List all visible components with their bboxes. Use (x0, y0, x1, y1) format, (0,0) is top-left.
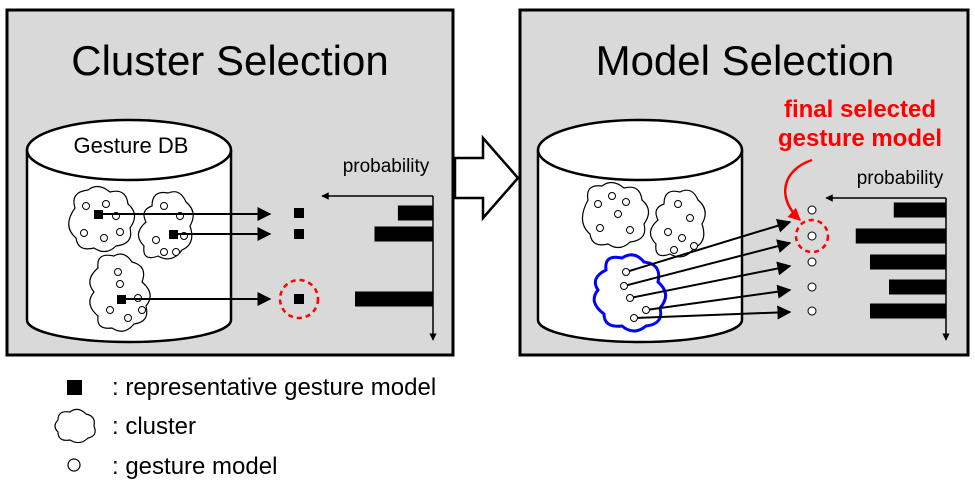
model-selection-panel: Model Selection final selected gesture m… (518, 8, 970, 357)
output-representative-square (294, 229, 304, 239)
representative-model-square (169, 230, 178, 239)
model-arrow (623, 239, 792, 287)
legend-cluster-icon (54, 408, 96, 444)
probability-bar (893, 202, 946, 218)
cluster-shape (649, 189, 706, 258)
output-gesture-model (807, 257, 817, 267)
final-selected-model-highlight (794, 218, 830, 254)
probability-bar (374, 226, 433, 242)
probability-bar (355, 291, 433, 307)
gesture-model-circle (620, 282, 628, 290)
legend-gesture-model-icon (67, 458, 81, 472)
transition-arrow (453, 134, 520, 222)
output-gesture-model (807, 205, 817, 215)
legend-gesture-model-label: : gesture model (112, 453, 277, 480)
legend-representative-icon (67, 380, 82, 395)
output-gesture-model (807, 282, 817, 292)
probability-bar (870, 254, 946, 270)
right-probability-bars (855, 202, 946, 319)
model-arrow (625, 218, 792, 273)
legend-representative-label: : representative gesture model (112, 374, 436, 401)
output-gesture-model (807, 306, 817, 316)
annotation-line-2: gesture model (778, 125, 942, 152)
gesture-model-circle (626, 294, 634, 302)
representative-model-square (117, 295, 126, 304)
output-gesture-model (807, 231, 817, 241)
probability-bar (855, 228, 946, 244)
output-representative-square (294, 208, 304, 218)
legend: : representative gesture model : cluster… (54, 374, 436, 480)
representative-model-square (94, 210, 103, 219)
model-arrow (645, 284, 792, 311)
annotation-line-1: final selected (784, 96, 936, 123)
gesture-model-circle (642, 306, 650, 314)
legend-cluster-label: : cluster (112, 413, 196, 440)
gesture-db-label: Gesture DB (74, 133, 189, 158)
probability-axis-label: probability (857, 168, 944, 189)
selected-cluster-highlight (278, 278, 320, 320)
left-probability-bars (355, 205, 433, 307)
gesture-model-circle (622, 268, 630, 276)
cluster-shape (137, 191, 194, 260)
probability-bar (870, 303, 946, 319)
probability-axis-label: probability (343, 156, 430, 177)
cluster-shape (581, 181, 650, 249)
panel-title-cluster-selection: Cluster Selection (71, 37, 388, 84)
cluster-selection-panel: Cluster Selection Gesture DB (5, 8, 455, 357)
model-arrow (629, 261, 792, 299)
model-arrow (633, 305, 792, 320)
annotation-pointer-arrow (783, 158, 813, 221)
probability-bar (889, 279, 946, 295)
output-representative-square (294, 294, 304, 304)
gesture-model-circle (630, 314, 638, 322)
panel-title-model-selection: Model Selection (596, 37, 895, 84)
probability-bar (397, 205, 433, 221)
